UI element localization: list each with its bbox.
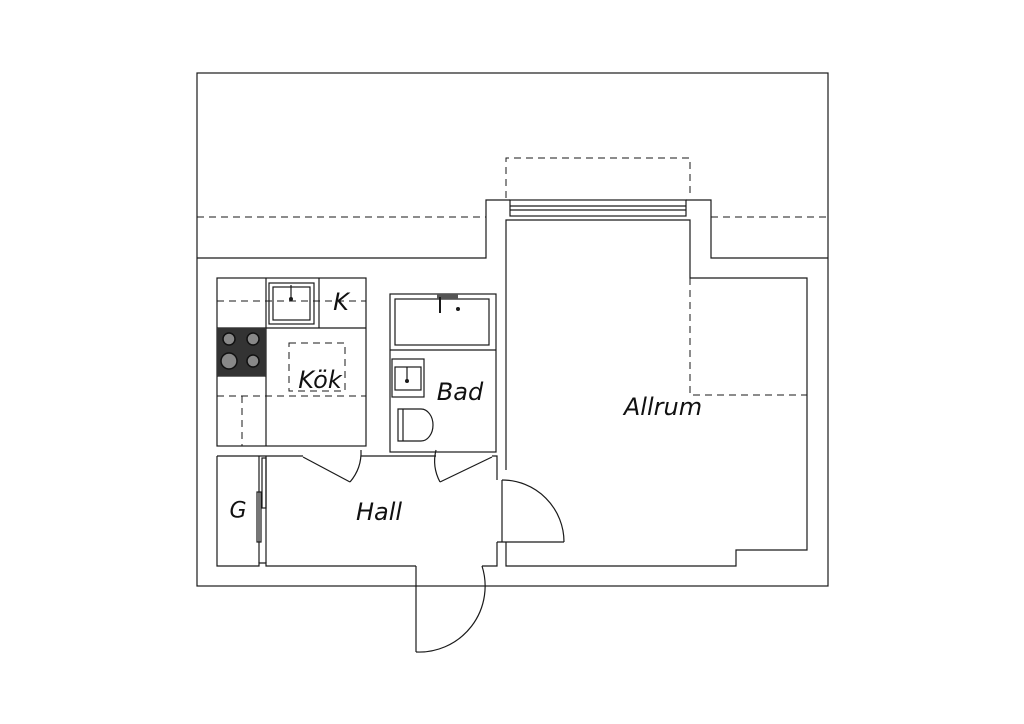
kitchen-door-swing (349, 449, 362, 483)
washbasin-icon (391, 358, 425, 398)
shower-head-icon (437, 294, 458, 299)
stove-burner (220, 352, 238, 370)
room-label-g: G (229, 498, 247, 524)
room-label-k: K (333, 288, 349, 316)
shower-drain (456, 307, 460, 311)
washbasin-drain (405, 379, 409, 383)
sink-icon (268, 282, 315, 325)
dormer-projection (505, 157, 691, 198)
allrum-wall (505, 219, 808, 567)
stove-burner (246, 354, 260, 368)
window (509, 199, 687, 217)
allrum-slope-line (689, 278, 807, 396)
room-label-bad: Bad (436, 378, 484, 406)
bath-door-leaf (439, 456, 493, 483)
bathtub-icon (394, 298, 490, 346)
dormer-wall (197, 199, 510, 259)
kitchen-table-outline (288, 342, 346, 392)
entrance-door-swing (415, 565, 486, 653)
stove-burner (246, 332, 260, 346)
stove-burner (222, 332, 236, 346)
room-label-kok: Kök (298, 366, 342, 394)
bathroom-walls (389, 293, 497, 453)
room-label-hall: Hall (355, 498, 403, 526)
wardrobe-door (256, 491, 262, 543)
hall-wall (482, 542, 498, 567)
outer-outline (196, 72, 829, 587)
toilet-icon (397, 408, 434, 442)
dormer-wall (686, 199, 828, 259)
wardrobe-door (261, 457, 267, 509)
bath-door-swing (434, 449, 441, 483)
sink-drain (289, 297, 293, 301)
allrum-door-swing (501, 479, 565, 543)
washbasin-bowl (394, 366, 422, 391)
room-label-allrum: Allrum (623, 393, 703, 421)
kitchen-door-leaf (302, 456, 351, 483)
hall-wall (492, 455, 498, 480)
